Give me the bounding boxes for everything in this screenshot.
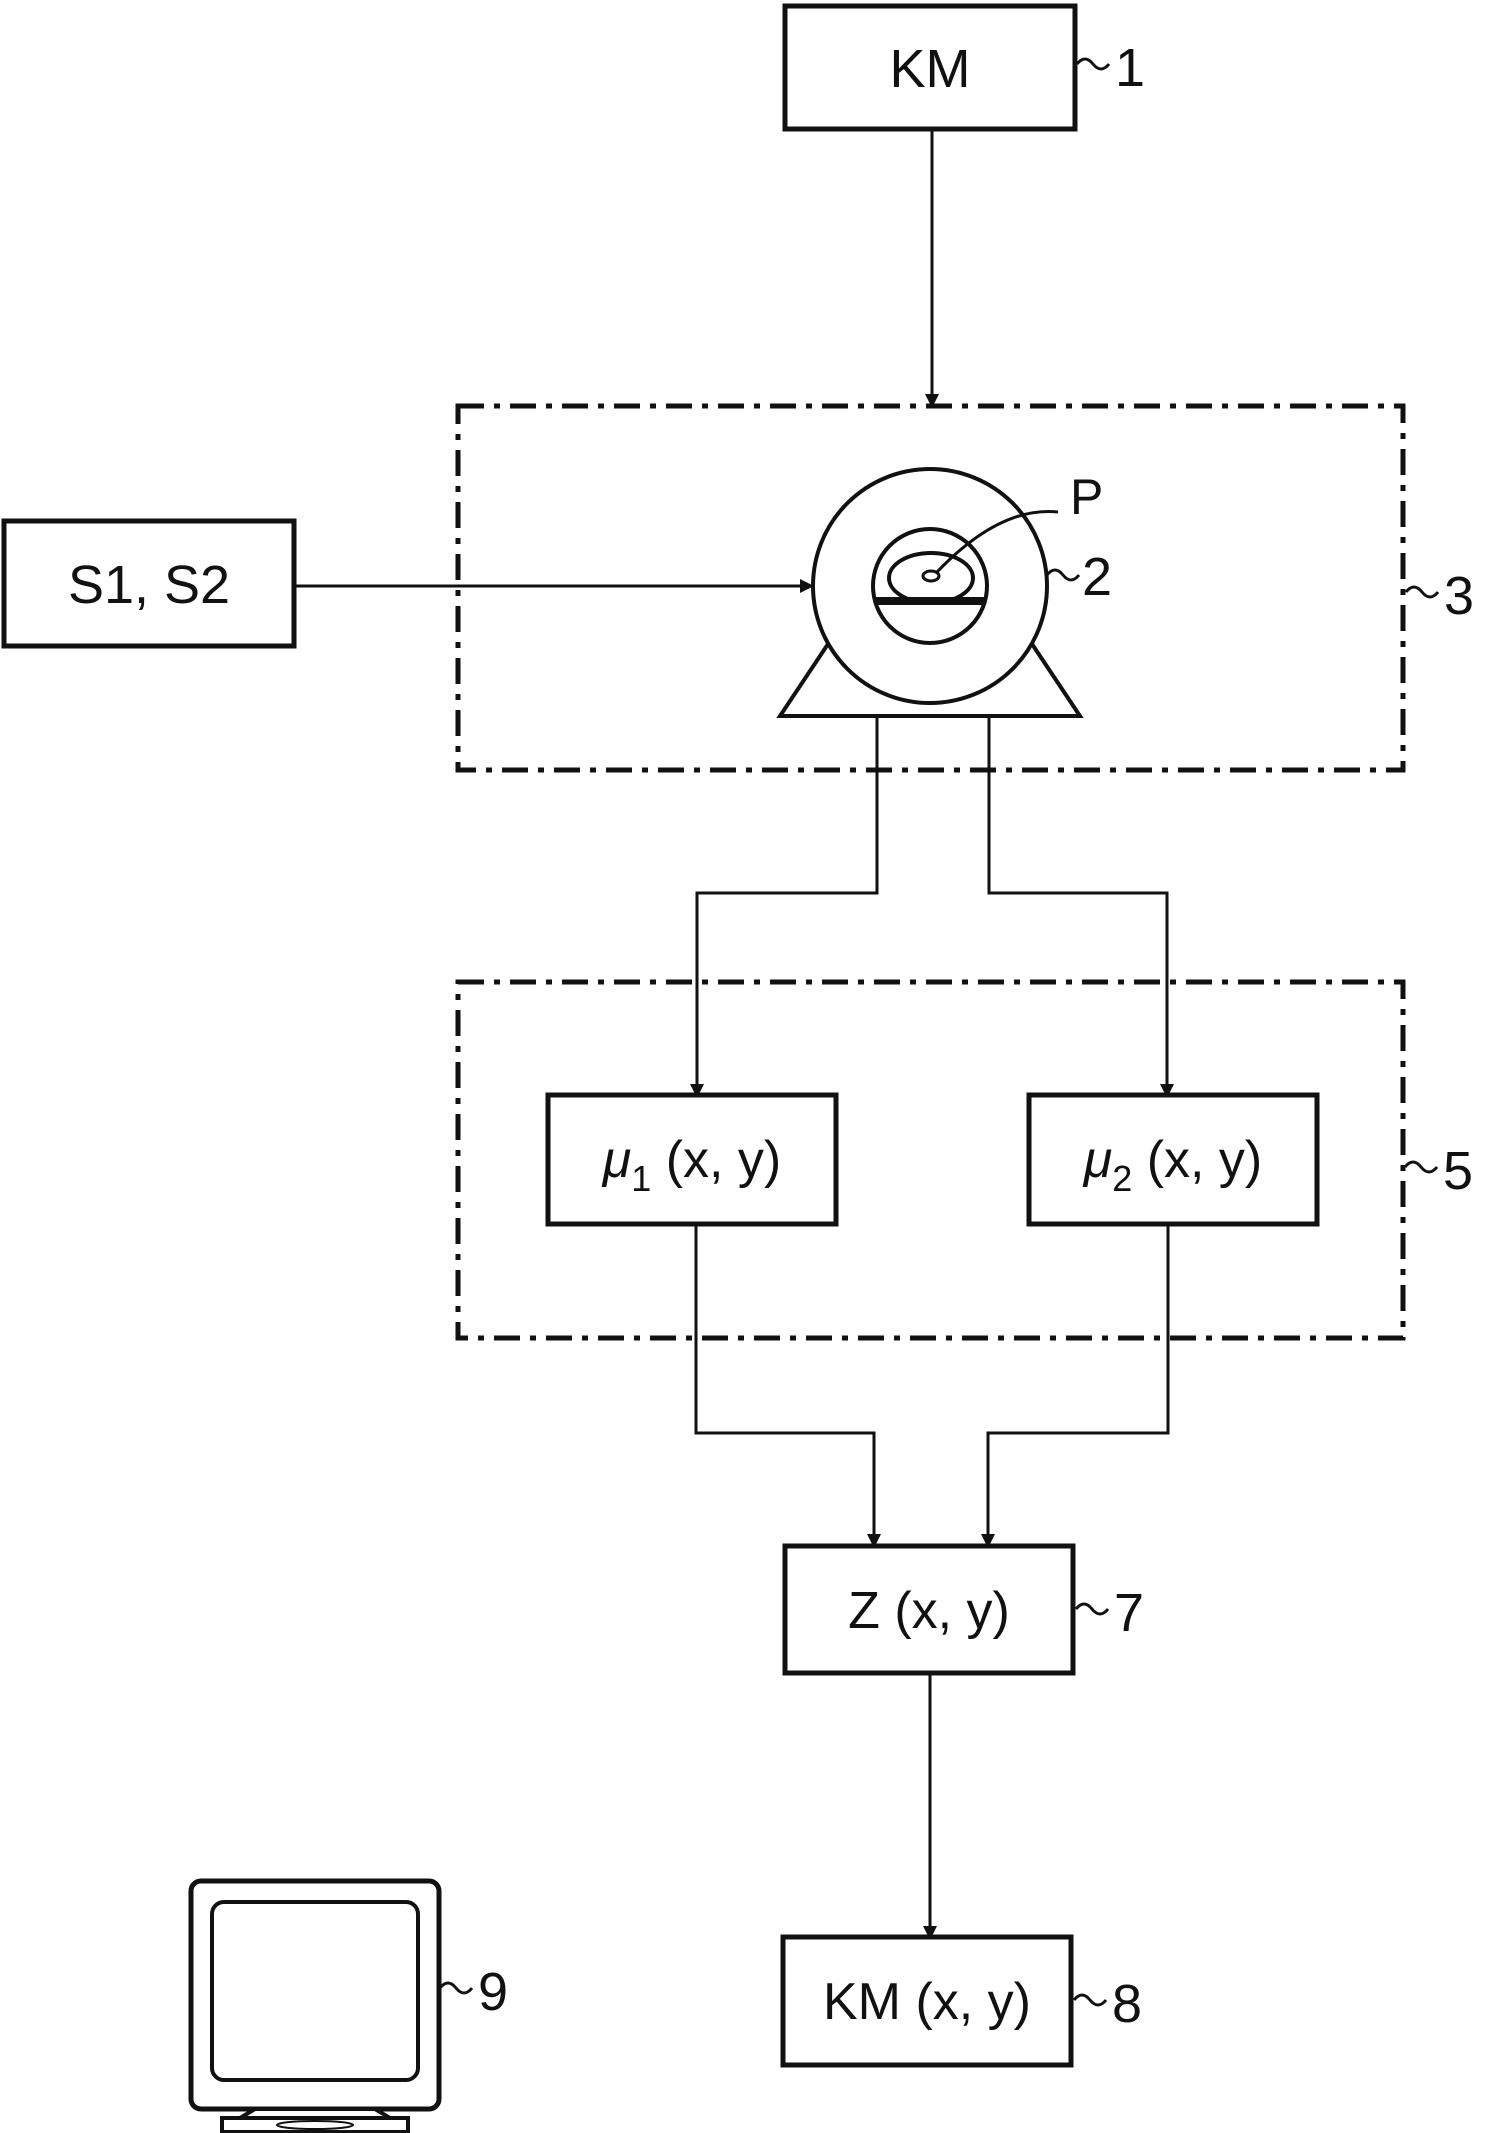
arrow-scanner-to-mu2	[989, 718, 1167, 1096]
arrow-mu2-to-z	[988, 1226, 1168, 1546]
ref-number-9: 9	[478, 1962, 508, 2022]
attenuation-image-1-label: μ1 (x, y)	[601, 1131, 782, 1199]
spectra-block: S1, S2	[4, 521, 294, 646]
contrast-agent-image-block: KM (x, y)	[783, 1937, 1071, 2065]
attenuation-image-2-label: μ2 (x, y)	[1082, 1131, 1263, 1199]
ref-number-1: 1	[1115, 38, 1145, 98]
ref-leader-1	[1077, 59, 1109, 69]
result-image-label: Z (x, y)	[848, 1582, 1010, 1640]
patient-label: P	[1070, 469, 1103, 525]
attenuation-image-2-block: μ2 (x, y)	[1029, 1095, 1317, 1224]
ct-scanner	[780, 469, 1080, 716]
ref-leader-9	[440, 1983, 472, 1993]
ref-number-3: 3	[1444, 566, 1474, 626]
patient-body	[889, 553, 973, 603]
ref-number-7: 7	[1114, 1583, 1144, 1643]
spectra-label: S1, S2	[68, 555, 230, 615]
ref-leader-7	[1076, 1604, 1108, 1614]
ref-leader-2	[1047, 570, 1079, 580]
contrast-agent-image-label: KM (x, y)	[823, 1973, 1031, 2031]
arrow-mu1-to-z	[696, 1226, 874, 1546]
ref-leader-3	[1406, 587, 1438, 597]
ref-leader-8	[1074, 1995, 1106, 2005]
ref-number-5: 5	[1443, 1141, 1473, 1201]
ref-number-2: 2	[1082, 547, 1112, 607]
result-image-block: Z (x, y)	[785, 1546, 1073, 1673]
attenuation-image-1-block: μ1 (x, y)	[548, 1095, 836, 1224]
monitor-icon	[191, 1881, 439, 2132]
contrast-agent-label: KM	[890, 39, 971, 99]
ref-number-8: 8	[1112, 1974, 1142, 2034]
contrast-agent-block: KM	[785, 6, 1075, 129]
arrow-scanner-to-mu1	[697, 718, 877, 1096]
ref-leader-5	[1405, 1162, 1437, 1172]
